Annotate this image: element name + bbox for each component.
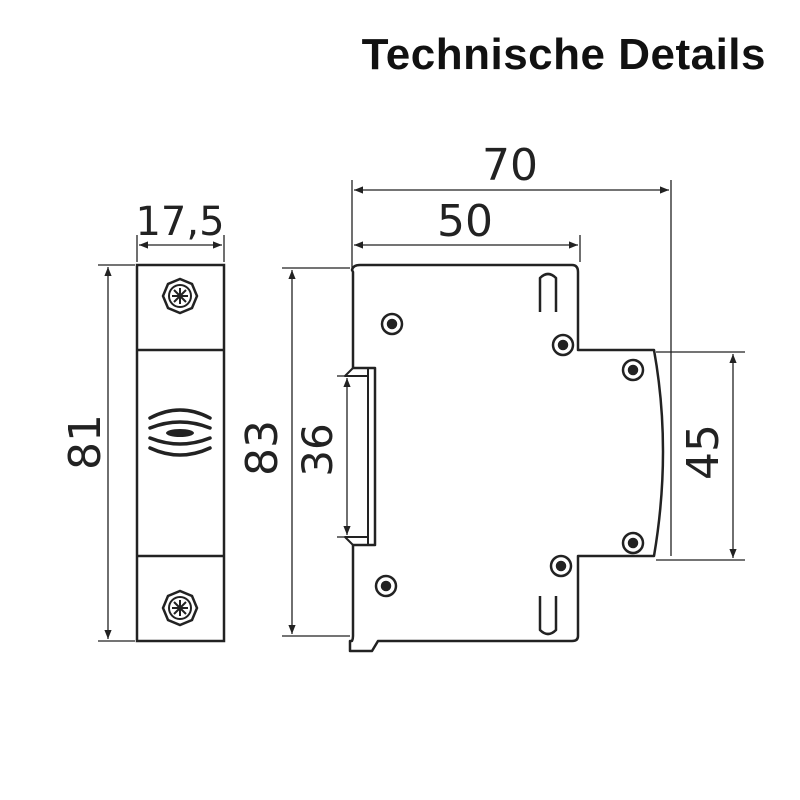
front-height-label: 81	[60, 414, 111, 470]
rivet-icon	[621, 358, 645, 382]
front-view	[135, 263, 226, 643]
page-title: Technische Details	[361, 30, 766, 79]
rivet-icon	[551, 333, 575, 357]
rocker-toggle-icon	[148, 408, 212, 457]
screw-terminal-icon	[161, 277, 199, 315]
screw-terminal-icon	[161, 589, 199, 627]
overall-depth-label: 70	[482, 140, 538, 191]
side-front-height-label: 45	[678, 424, 729, 480]
slot-top	[538, 272, 558, 312]
overall-depth-dimension	[351, 180, 672, 556]
rivet-icon	[621, 531, 645, 555]
rail-height-label: 36	[293, 423, 342, 476]
front-height-dimension	[98, 264, 135, 642]
rivet-icon	[380, 312, 404, 336]
rivet-icon	[374, 574, 398, 598]
rail-height-dimension	[337, 375, 351, 538]
front-width-dimension	[136, 235, 225, 262]
slot-bottom	[538, 596, 558, 636]
side-body-outline	[348, 263, 665, 653]
din-clip-bottom	[344, 536, 369, 546]
overall-height-dimension	[282, 267, 350, 637]
front-height-dimension	[656, 351, 745, 561]
front-body-outline	[135, 263, 226, 643]
din-clip-top	[344, 367, 369, 377]
overall-height-label: 83	[237, 420, 288, 476]
front-depth-label: 50	[437, 196, 493, 247]
front-depth-dimension	[354, 235, 581, 262]
side-view	[344, 263, 665, 653]
front-width-label: 17,5	[135, 199, 224, 245]
rivet-icon	[549, 554, 573, 578]
